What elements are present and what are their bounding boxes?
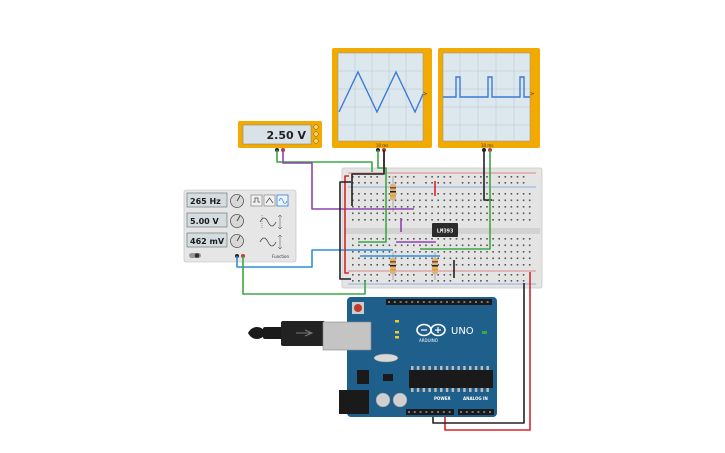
power-header	[406, 409, 454, 415]
sine-wave-icon	[278, 198, 288, 204]
oscilloscope-left-grid	[338, 53, 423, 141]
function-generator[interactable]: 265 Hz 5.00 V 462 mV Function	[183, 189, 297, 263]
led-rx	[395, 336, 399, 339]
on-led	[482, 331, 487, 334]
capacitor-2	[392, 392, 408, 408]
multimeter-mode-a[interactable]	[313, 124, 319, 130]
square-wave-icon	[253, 197, 260, 203]
analog-label: ANALOG IN	[463, 396, 488, 401]
offset-icon	[259, 237, 277, 247]
triangle-wave-icon	[265, 197, 274, 204]
breadboard-holes	[352, 176, 531, 282]
dc-jack	[339, 390, 369, 414]
arduino-logo	[416, 323, 446, 337]
digital-header	[386, 299, 492, 305]
multimeter-mode-v[interactable]	[313, 131, 319, 137]
multimeter-mode-r[interactable]	[313, 138, 319, 144]
arduino-uno[interactable]: UNO ARDUINO POWER ANALOG IN	[248, 297, 497, 417]
led-l	[395, 320, 399, 323]
multimeter[interactable]: 2.50 V	[238, 121, 322, 152]
offset-display	[186, 232, 228, 248]
capacitor-1	[375, 392, 391, 408]
wires	[236, 150, 531, 431]
triangle-waveform	[338, 70, 424, 114]
usb-cable	[248, 321, 325, 346]
power-label: POWER	[434, 396, 451, 401]
svg-text:Function: Function	[272, 254, 289, 259]
analog-header	[458, 409, 494, 415]
small-chip	[383, 374, 393, 381]
square-wave-button[interactable]	[250, 194, 263, 207]
frequency-value: 265 Hz	[190, 197, 221, 206]
oscilloscope-right[interactable]: V 10 ms	[438, 48, 540, 152]
usb-port	[322, 321, 372, 351]
multimeter-reading: 2.50 V	[267, 129, 307, 142]
arduino-model: UNO	[451, 326, 474, 337]
amplitude-value: 5.00 V	[190, 217, 220, 226]
comparator-chip-label: LM393	[437, 229, 454, 235]
resistor-bottom-right[interactable]	[432, 252, 438, 280]
amplitude-icon	[259, 217, 277, 227]
voltage-regulator	[357, 370, 369, 384]
offset-value: 462 mV	[190, 237, 225, 246]
led-tx	[395, 331, 399, 334]
frequency-display	[186, 192, 228, 208]
reset-button[interactable]	[354, 304, 362, 312]
svg-text:V: V	[423, 92, 428, 95]
resistor-top[interactable]	[390, 176, 396, 212]
amplitude-display	[186, 212, 228, 228]
atmega-chip	[409, 370, 493, 388]
comparator-chip[interactable]: LM393	[432, 223, 458, 237]
arduino-brand: ARDUINO	[419, 338, 438, 343]
triangle-wave-button[interactable]	[263, 194, 276, 207]
pulse-waveform	[443, 76, 530, 98]
svg-text:V: V	[530, 92, 535, 95]
svg-text:10 ms: 10 ms	[376, 143, 388, 148]
crystal	[373, 353, 399, 363]
svg-text:10 ms: 10 ms	[481, 143, 493, 148]
oscilloscope-left[interactable]: V 10 ms	[332, 48, 432, 152]
